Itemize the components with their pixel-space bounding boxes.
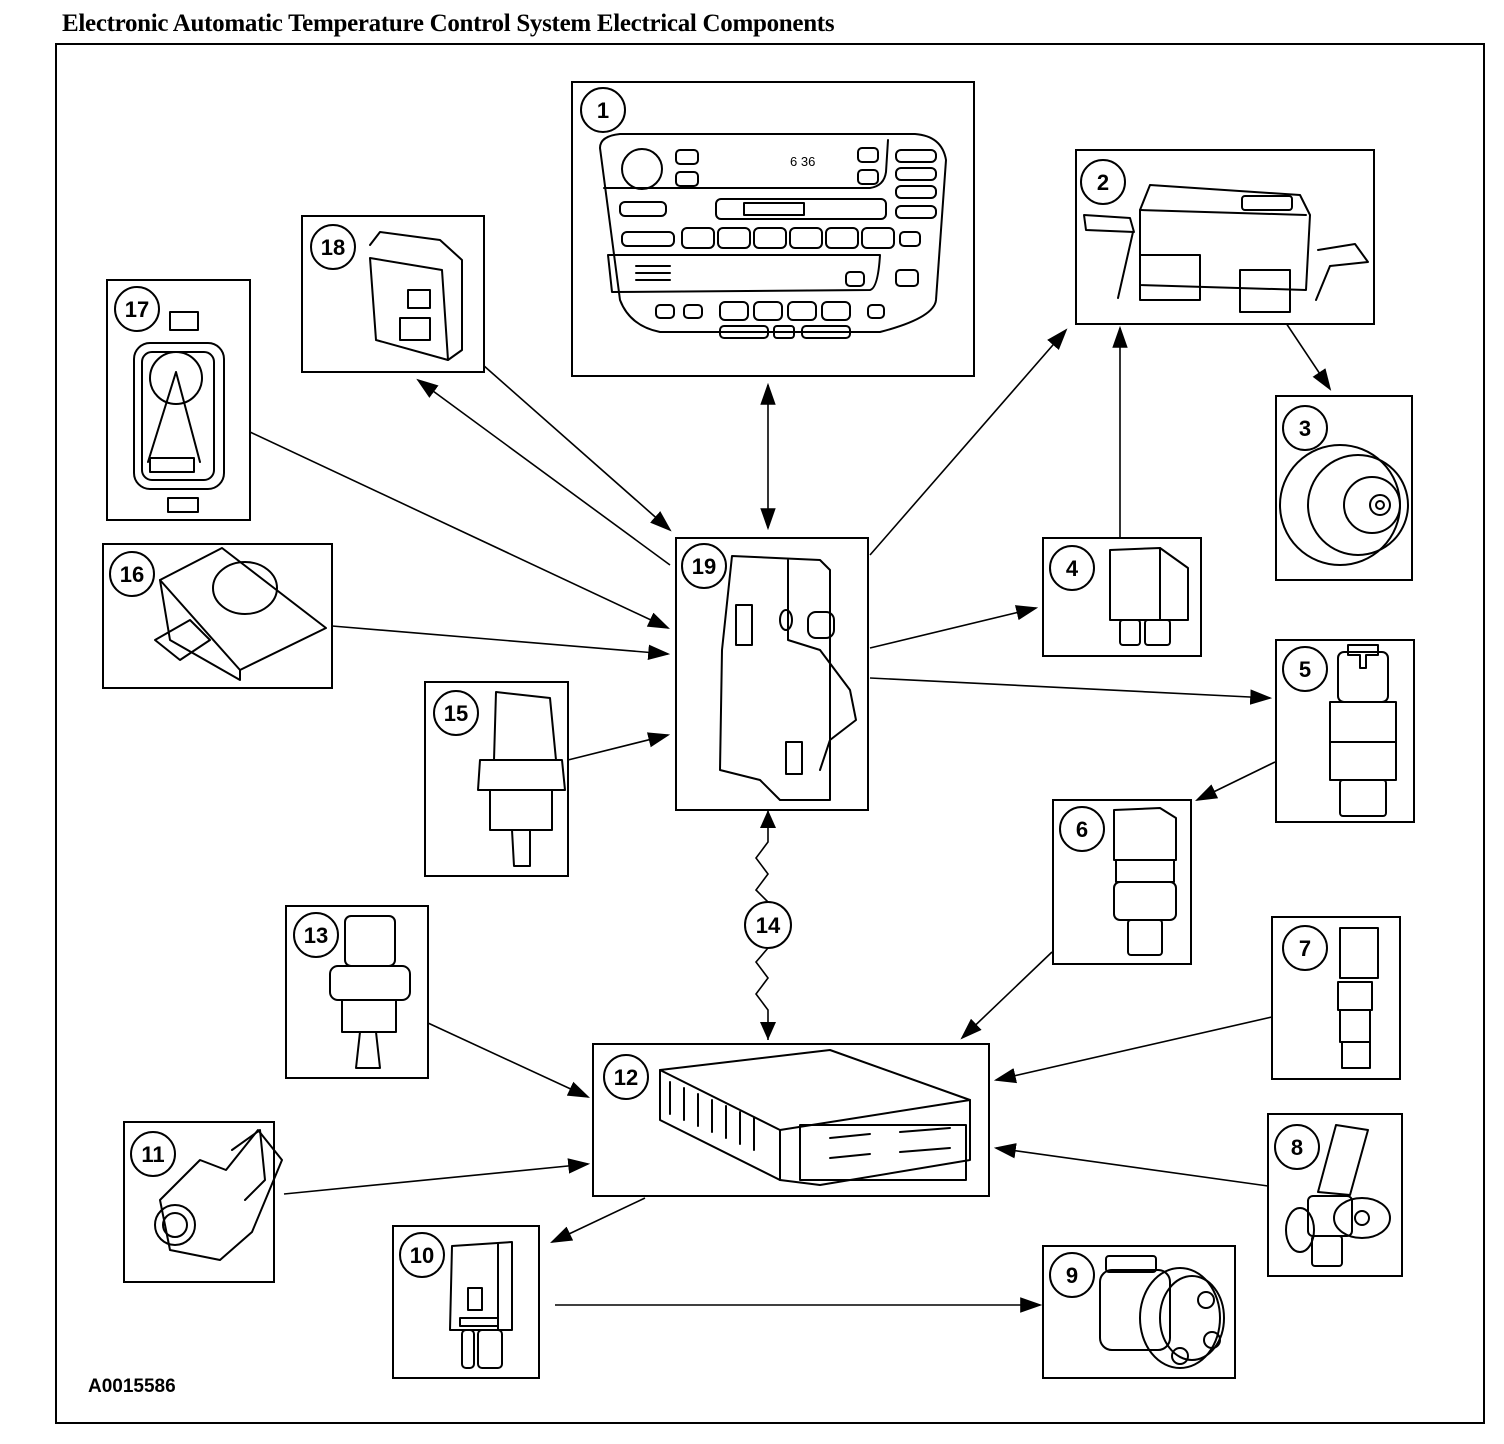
component-15-temperature-sensor[interactable]: 15 [424, 681, 569, 877]
callout-4: 4 [1049, 545, 1095, 591]
component-9-ac-compressor[interactable]: 9 [1042, 1245, 1236, 1379]
callout-14-communication-link: 14 [744, 901, 792, 949]
callout-9: 9 [1049, 1252, 1095, 1298]
svg-text:15: 15 [444, 701, 468, 726]
link-6-12 [960, 951, 1053, 1040]
callout-6: 6 [1059, 806, 1105, 852]
svg-text:10: 10 [410, 1243, 434, 1268]
link-16-19 [331, 625, 671, 661]
svg-text:3: 3 [1299, 416, 1311, 441]
svg-text:5: 5 [1299, 657, 1311, 682]
callout-3: 3 [1282, 405, 1328, 451]
callout-15: 15 [433, 690, 479, 736]
component-5-pressure-switch[interactable]: 5 [1275, 639, 1415, 823]
svg-text:18: 18 [321, 235, 345, 260]
link-18-19 [482, 364, 672, 532]
link-17-19 [249, 431, 670, 629]
link-19-18 [416, 378, 671, 566]
link-19-12-wavy-top [754, 810, 769, 903]
component-19-control-module[interactable]: 19 [675, 537, 869, 811]
svg-text:1: 1 [597, 98, 609, 123]
link-2-3 [1285, 322, 1332, 391]
callout-8: 8 [1274, 1124, 1320, 1170]
component-1-control-panel[interactable]: 6 36 [571, 81, 975, 377]
link-15-19 [567, 732, 671, 761]
link-7-12 [993, 1016, 1273, 1084]
volume-knob [621, 148, 663, 190]
component-3-blower-motor[interactable]: 3 [1275, 395, 1413, 581]
svg-text:11: 11 [141, 1142, 164, 1167]
callout-11: 11 [130, 1131, 176, 1177]
callout-2: 2 [1080, 159, 1126, 205]
component-4-relay[interactable]: 4 [1042, 537, 1202, 657]
component-7-speed-sensor[interactable]: 7 [1271, 916, 1401, 1080]
component-11-throttle-sensor[interactable]: 11 [123, 1121, 283, 1283]
component-8-position-sensor[interactable]: 8 [1267, 1113, 1403, 1277]
link-19-4 [869, 605, 1039, 649]
callout-19: 19 [681, 543, 727, 589]
callout-10: 10 [399, 1232, 445, 1278]
callout-7: 7 [1282, 925, 1328, 971]
arrowhead-down [760, 1022, 776, 1040]
svg-text:7: 7 [1299, 936, 1311, 961]
callout-13: 13 [293, 912, 339, 958]
callout-17: 17 [114, 286, 160, 332]
component-18-actuator[interactable]: 18 [301, 215, 485, 373]
svg-text:4: 4 [1066, 556, 1079, 581]
link-5-6 [1195, 761, 1276, 801]
link-19-12-wavy-bottom [754, 947, 769, 1040]
svg-text:17: 17 [125, 297, 149, 322]
link-19-2 [869, 328, 1068, 556]
component-2-blower-module[interactable]: 2 [1075, 149, 1375, 325]
link-12-10 [550, 1197, 646, 1243]
callout-16: 16 [109, 551, 155, 597]
connector-pins [829, 1127, 951, 1159]
svg-text:19: 19 [692, 554, 716, 579]
link-13-12 [427, 1022, 590, 1098]
svg-text:2: 2 [1097, 170, 1109, 195]
link-19-5 [869, 677, 1273, 705]
diagram-title: Electronic Automatic Temperature Control… [62, 10, 835, 37]
heat-sink-fins [669, 1081, 755, 1151]
callout-18: 18 [310, 224, 356, 270]
link-8-12 [993, 1143, 1269, 1187]
component-6-pressure-switch[interactable]: 6 [1052, 799, 1192, 965]
preset-buttons [681, 227, 921, 249]
component-10-relay[interactable]: 10 [392, 1225, 540, 1379]
clock-display: 6 36 [790, 154, 815, 169]
component-17-in-car-sensor[interactable]: 17 [106, 279, 251, 521]
diagram-frame [55, 43, 1485, 1424]
component-12-control-module[interactable]: 12 [592, 1043, 990, 1197]
svg-text:6: 6 [1076, 817, 1088, 842]
svg-text:12: 12 [614, 1065, 638, 1090]
svg-text:16: 16 [120, 562, 144, 587]
arrowhead-up [760, 810, 776, 828]
figure-id: A0015586 [88, 1376, 176, 1397]
connections [249, 322, 1332, 1313]
svg-text:8: 8 [1291, 1135, 1303, 1160]
callout-5: 5 [1282, 646, 1328, 692]
component-16-sunload-sensor[interactable]: 16 [102, 543, 333, 689]
svg-text:9: 9 [1066, 1263, 1078, 1288]
callout-1: 1 [580, 87, 626, 133]
svg-text:13: 13 [304, 923, 328, 948]
link-11-12 [283, 1158, 591, 1195]
svg-text:14: 14 [756, 913, 781, 938]
callout-12: 12 [603, 1054, 649, 1100]
component-13-temperature-sensor[interactable]: 13 [285, 905, 429, 1079]
